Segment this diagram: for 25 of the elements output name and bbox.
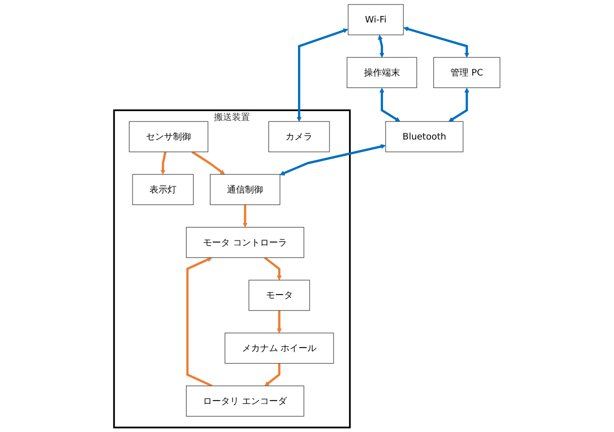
node-box: メカナム ホイール [224,332,334,364]
node-box: Wi-Fi [348,4,404,36]
arrow [264,363,280,386]
node-box: Bluetooth [385,121,464,152]
arrow [403,26,470,58]
node-box: モータ コントローラ [186,226,304,258]
node-box: ロータリ エンコーダ [186,386,304,417]
arrow [192,150,225,175]
node-box: 管理 PC [433,57,500,88]
node-box: モータ [248,280,310,311]
arrow [448,88,470,122]
arrow [186,257,212,387]
arrow [296,28,348,122]
arrow [276,310,282,334]
arrow [280,144,386,176]
node-box: 通信制御 [210,174,280,206]
node-box: 操作端末 [346,57,418,88]
arrow [264,256,282,280]
arrow [379,88,400,122]
node-box: センサ制御 [128,121,208,152]
arrow [242,204,248,228]
node-box: 表示灯 [132,174,194,206]
arrow [378,34,384,58]
arrow [160,152,166,175]
node-box: カメラ [268,121,330,152]
